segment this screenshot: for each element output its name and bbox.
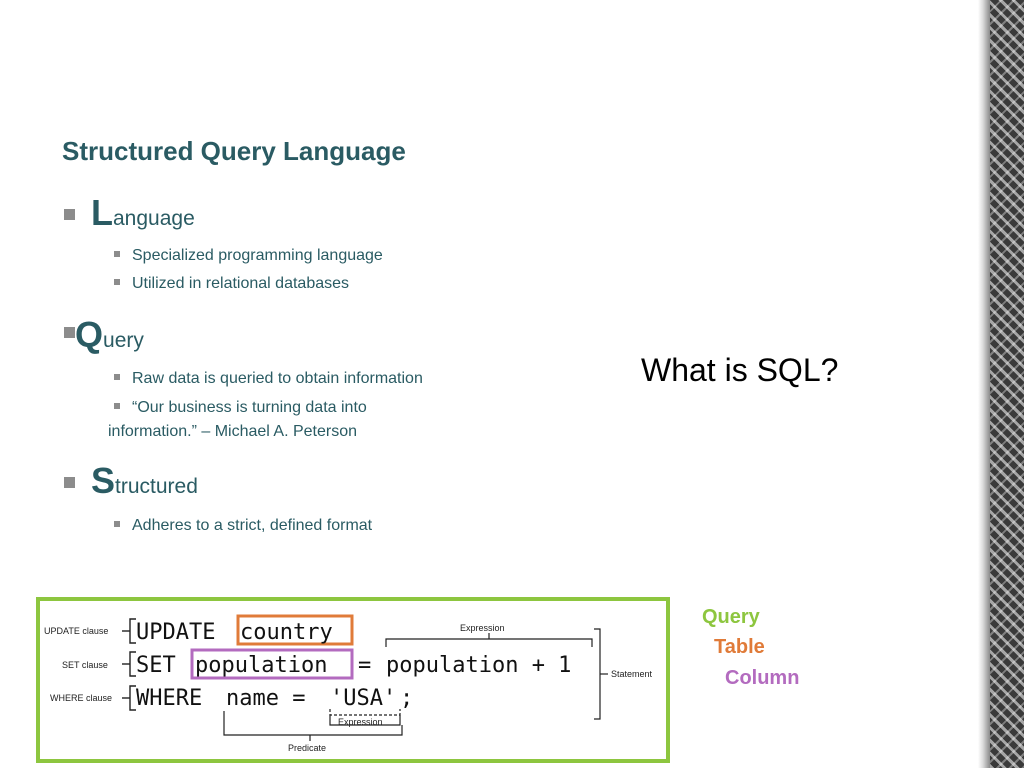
column-highlight-box bbox=[190, 648, 354, 680]
decorative-border bbox=[978, 0, 1024, 768]
square-bullet-icon bbox=[114, 278, 120, 285]
bullet-letter: L bbox=[91, 192, 113, 233]
sql-value: 'USA' bbox=[330, 686, 396, 711]
square-bullet-icon bbox=[64, 209, 75, 221]
sub-bullet-text: Adheres to a strict, defined format bbox=[132, 517, 373, 534]
square-bullet-icon bbox=[114, 402, 120, 409]
sql-expression: population + 1 bbox=[386, 653, 571, 678]
bullet-rest: uery bbox=[103, 329, 144, 352]
bullet-structured: Structured bbox=[64, 460, 198, 502]
side-heading: What is SQL? bbox=[641, 352, 839, 388]
square-bullet-icon bbox=[114, 250, 120, 257]
bullet-language: Language bbox=[64, 192, 195, 234]
slide-title: Structured Query Language bbox=[62, 136, 406, 166]
sub-bullet-text: Specialized programming language bbox=[132, 247, 383, 264]
legend-column: Column bbox=[725, 667, 800, 689]
annotation-statement: Statement bbox=[611, 669, 653, 679]
sql-keyword-where: WHERE bbox=[136, 686, 202, 711]
legend-query: Query bbox=[702, 606, 760, 628]
sub-bullet: Specialized programming language bbox=[114, 244, 383, 268]
sub-bullet: Adheres to a strict, defined format bbox=[114, 514, 372, 538]
annotation-expression-bottom: Expression bbox=[338, 717, 383, 727]
annotation-predicate: Predicate bbox=[288, 743, 326, 753]
bullet-letter: Q bbox=[75, 314, 104, 355]
sql-diagram: UPDATE clause SET clause WHERE clause UP… bbox=[36, 597, 670, 763]
sql-column-name: population bbox=[195, 653, 327, 678]
sql-table-name: country bbox=[240, 620, 333, 645]
legend-table: Table bbox=[714, 636, 765, 658]
bullet-letter: S bbox=[91, 460, 116, 501]
bullet-query: Query bbox=[64, 314, 144, 356]
sub-bullet-text: “Our business is turning data into bbox=[132, 399, 367, 416]
square-bullet-icon bbox=[114, 520, 120, 527]
sql-condition: name = bbox=[226, 686, 305, 711]
border-edge bbox=[978, 0, 990, 768]
sub-bullet-continuation: information.” – Michael A. Peterson bbox=[108, 423, 358, 440]
annotation-expression-top: Expression bbox=[460, 623, 505, 633]
sub-bullet: “Our business is turning data into bbox=[114, 396, 367, 420]
bullet-rest: anguage bbox=[113, 207, 195, 230]
table-highlight-box bbox=[236, 614, 354, 646]
square-bullet-icon bbox=[114, 373, 120, 380]
clause-label-update: UPDATE clause bbox=[44, 626, 108, 636]
square-bullet-icon bbox=[64, 327, 75, 339]
clause-label-where: WHERE clause bbox=[50, 693, 112, 703]
square-bullet-icon bbox=[64, 477, 75, 489]
border-pattern bbox=[990, 0, 1024, 768]
sql-equals: = bbox=[358, 653, 371, 678]
bullet-rest: tructured bbox=[115, 475, 198, 498]
sql-semicolon: ; bbox=[400, 686, 413, 711]
sql-keyword-set: SET bbox=[136, 653, 176, 678]
clause-label-set: SET clause bbox=[62, 660, 108, 670]
sql-keyword-update: UPDATE bbox=[136, 620, 215, 645]
sub-bullet-text: Utilized in relational databases bbox=[132, 275, 350, 292]
sql-diagram-svg: UPDATE clause SET clause WHERE clause UP… bbox=[44, 614, 653, 753]
sub-bullet-text: Raw data is queried to obtain informatio… bbox=[132, 370, 423, 387]
sub-bullet: Raw data is queried to obtain informatio… bbox=[114, 367, 423, 391]
sub-bullet: Utilized in relational databases bbox=[114, 272, 349, 296]
